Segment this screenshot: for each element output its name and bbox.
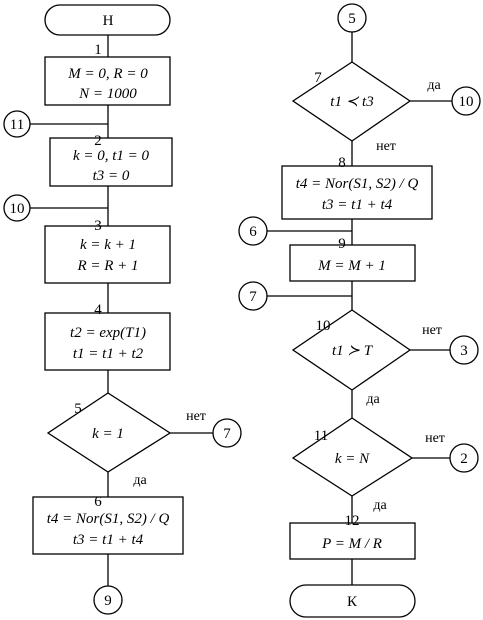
- connector-10-right-label: 10: [459, 94, 474, 110]
- block-3-line-2: R = R + 1: [76, 258, 138, 274]
- block-3: [44, 225, 171, 284]
- block-12-line-1: P = M / R: [321, 536, 382, 552]
- block-9-line-1: M = M + 1: [317, 258, 386, 274]
- block-9-number: 9: [338, 236, 346, 252]
- block-1-line-1: M = 0, R = 0: [67, 66, 148, 82]
- decision-5-condition: k = 1: [92, 426, 124, 442]
- connector-10-left-label: 10: [10, 201, 25, 217]
- connector-7-right: [212, 418, 242, 448]
- decision-10-condition: t1 ≻ T: [332, 343, 374, 359]
- connector-9-label: 9: [104, 593, 112, 609]
- connector-9-bottom: [93, 585, 123, 615]
- block-2-line-2: t3 = 0: [93, 168, 130, 184]
- decision-11-no-label: нет: [425, 431, 445, 446]
- connector-11-label: 11: [10, 117, 24, 133]
- decision-7-condition: t1 ≺ t3: [330, 94, 373, 110]
- block-4-line-1: t2 = exp(T1): [70, 325, 146, 341]
- block-1-number: 1: [94, 42, 102, 58]
- connector-3-label: 3: [460, 343, 468, 359]
- decision-5-no-label: нет: [186, 409, 206, 424]
- block-1-line-2: N = 1000: [78, 86, 137, 102]
- block-2-number: 2: [94, 133, 102, 149]
- block-7-number: 7: [314, 70, 322, 86]
- connector-6-label: 6: [249, 224, 257, 240]
- block-2-line-1: k = 0, t1 = 0: [73, 148, 150, 164]
- connector-2-right: [449, 443, 479, 473]
- block-10-number: 10: [316, 318, 331, 334]
- decision-7-no-label: нет: [376, 139, 396, 154]
- decision-10-no-label: нет: [422, 323, 442, 338]
- decision-5-yes-label: да: [133, 473, 147, 488]
- block-8: [281, 165, 433, 220]
- block-6-number: 6: [94, 494, 102, 510]
- block-6-line-2: t3 = t1 + t4: [73, 532, 144, 548]
- block-11-number: 11: [314, 428, 328, 444]
- block-8-line-2: t3 = t1 + t4: [322, 197, 393, 213]
- block-12-number: 12: [345, 513, 360, 529]
- connector-3-right: [449, 335, 479, 365]
- block-4-number: 4: [94, 302, 102, 318]
- start-label: Н: [103, 13, 114, 29]
- decision-11-yes-label: да: [373, 498, 387, 513]
- end-label: К: [347, 594, 358, 610]
- decision-11-condition: k = N: [335, 451, 370, 467]
- block-5-number: 5: [74, 401, 82, 417]
- end-terminator: [289, 584, 416, 618]
- connector-2-label: 2: [460, 451, 468, 467]
- decision-10-yes-label: да: [366, 392, 380, 407]
- decision-7-yes-label: да: [427, 78, 441, 93]
- block-3-number: 3: [94, 218, 102, 234]
- block-4-line-2: t1 = t1 + t2: [73, 346, 144, 362]
- connector-5-label: 5: [348, 11, 356, 27]
- block-2: [49, 137, 173, 187]
- block-8-number: 8: [338, 155, 346, 171]
- connector-7-right-label: 7: [223, 426, 231, 442]
- block-3-line-1: k = k + 1: [80, 237, 136, 253]
- block-8-line-1: t4 = Nor(S1, S2) / Q: [296, 176, 419, 192]
- connector-10-right: [451, 86, 481, 116]
- connector-7-left-label: 7: [249, 289, 257, 305]
- block-6-line-1: t4 = Nor(S1, S2) / Q: [47, 511, 170, 527]
